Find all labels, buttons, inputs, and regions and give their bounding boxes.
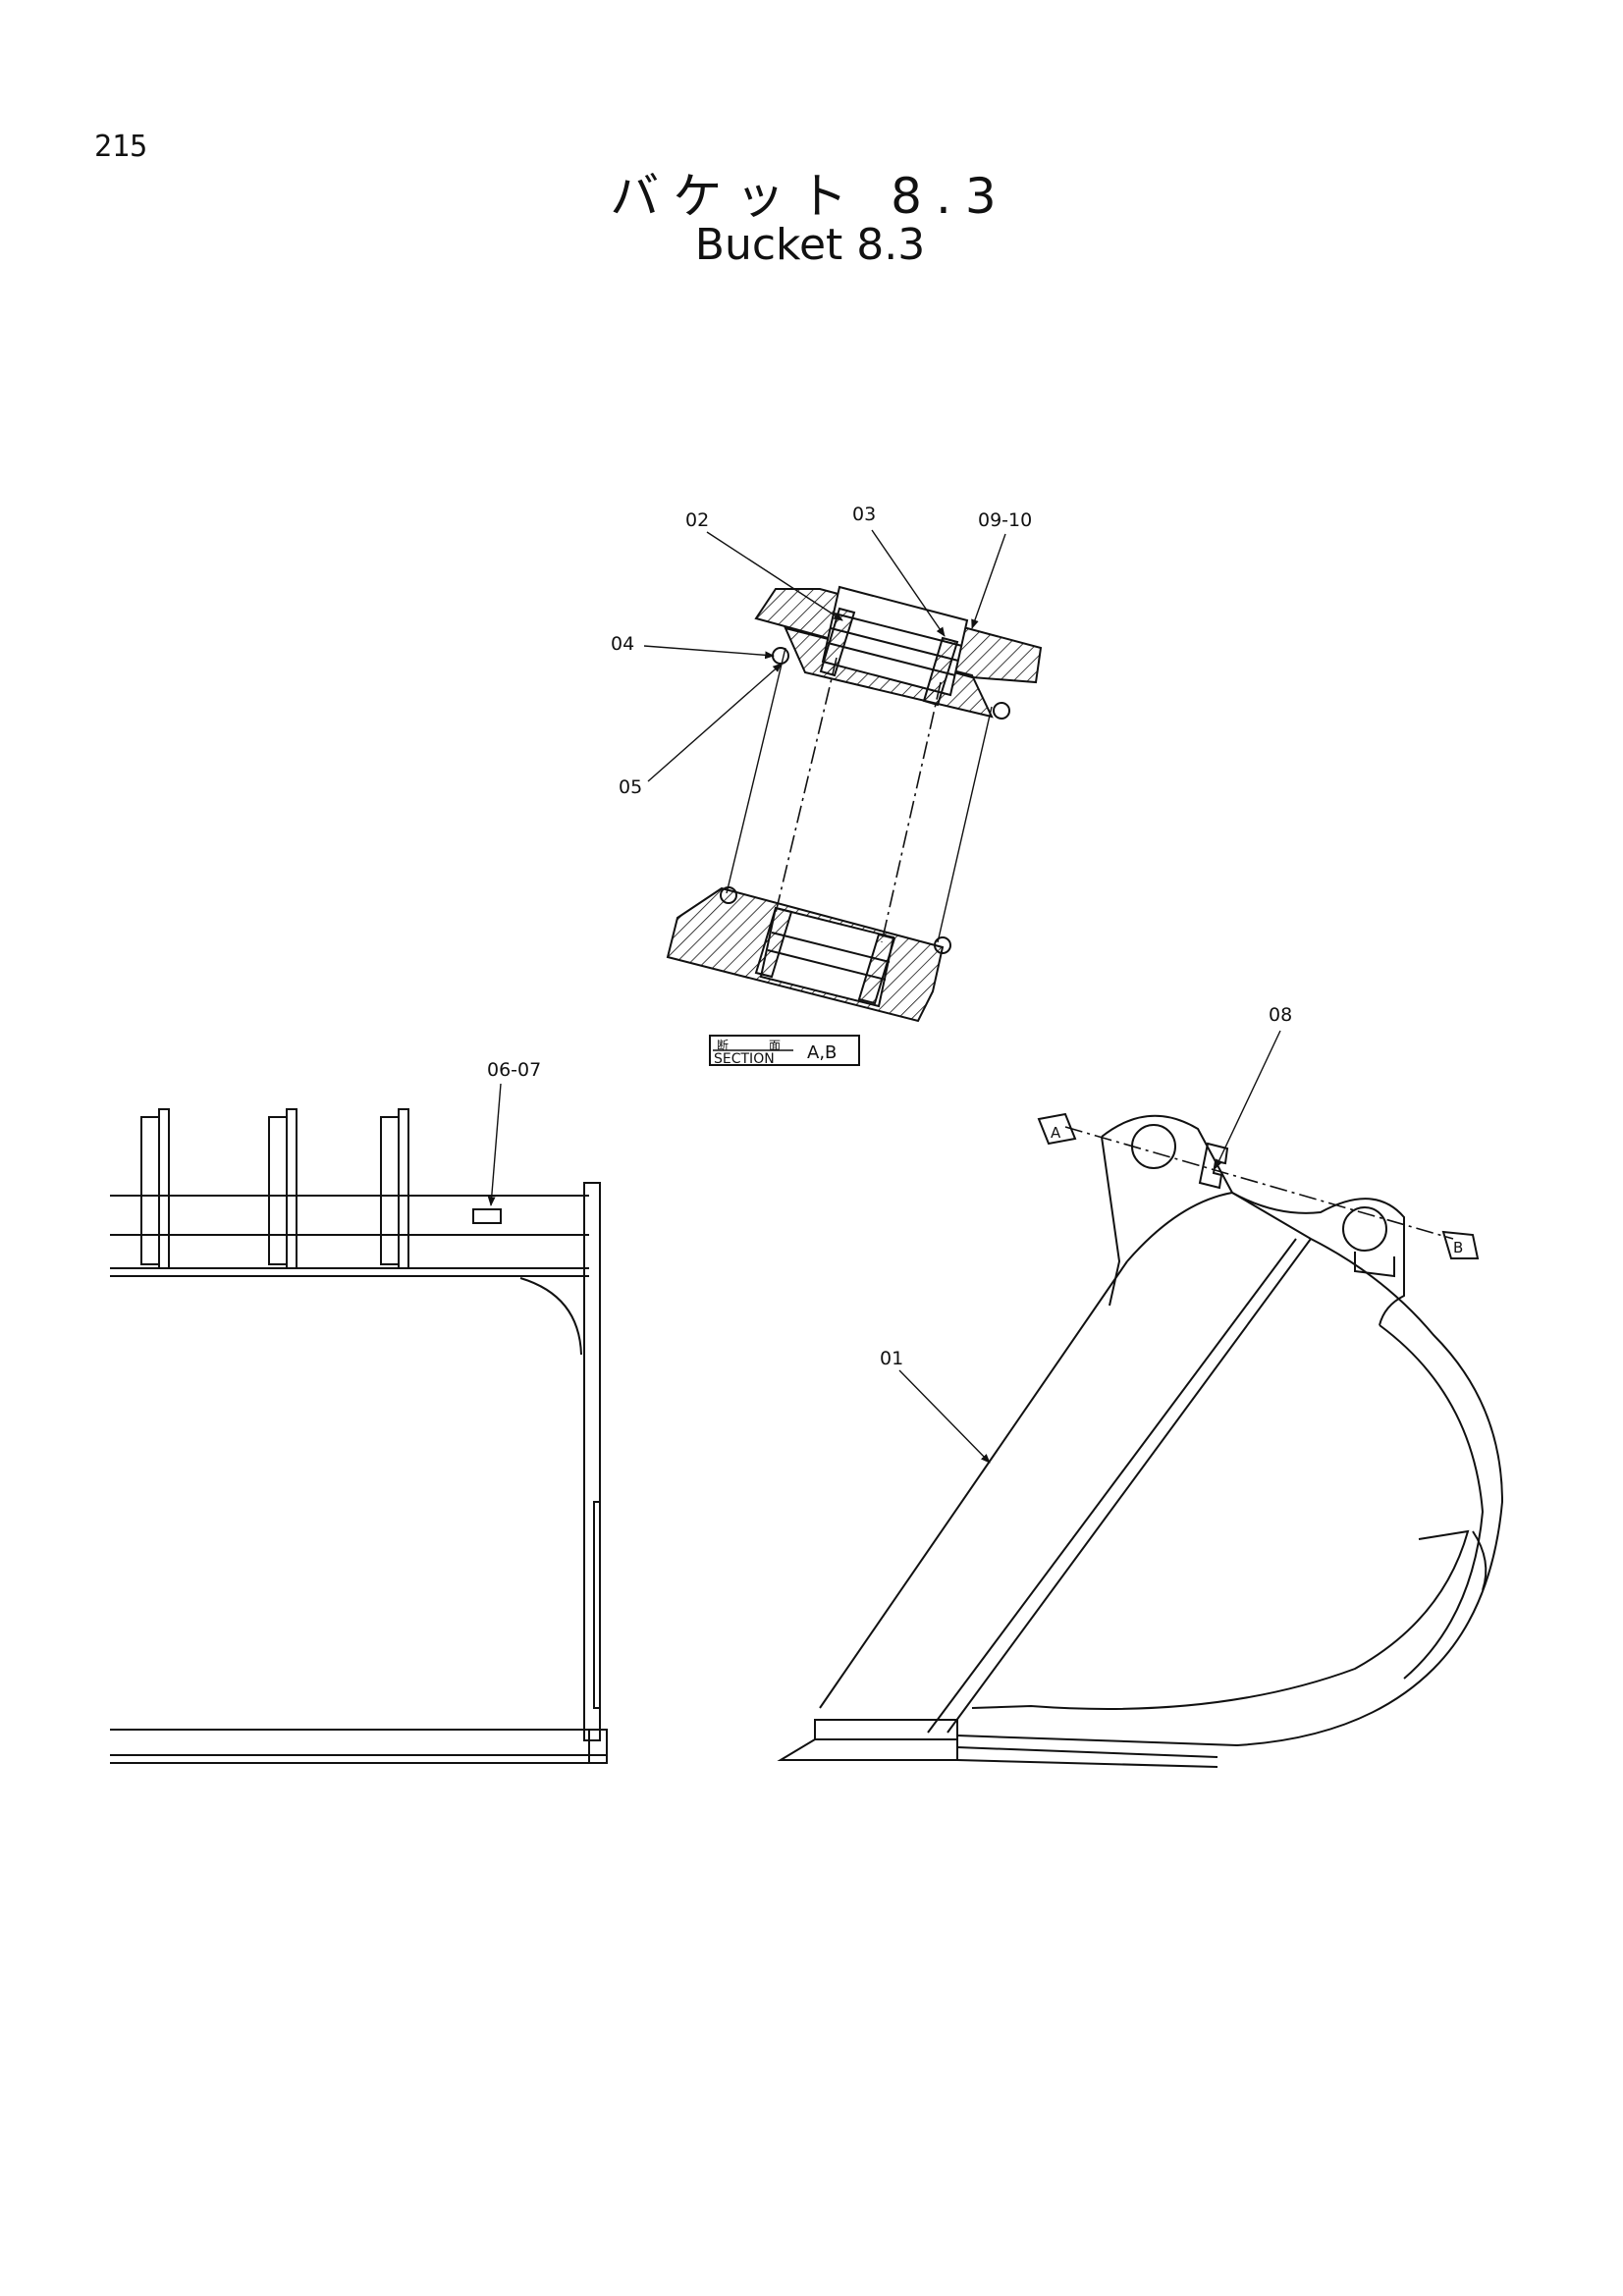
callouts: 02 03 09-10 04 05 06-07 08 01 (487, 504, 1292, 1464)
callout-06-07: 06-07 (487, 1059, 541, 1081)
section-label: 断 面 SECTION A,B (709, 1035, 860, 1067)
page-number: 215 (94, 130, 148, 164)
callout-05: 05 (619, 776, 642, 798)
callout-02: 02 (685, 509, 709, 531)
callout-03: 03 (852, 504, 876, 525)
callout-01: 01 (880, 1348, 903, 1369)
section-ref: A,B (807, 1042, 837, 1063)
upper-boss (754, 585, 1043, 720)
section-marker-a: A (1051, 1124, 1061, 1142)
bucket-side-view: A B (777, 1112, 1504, 1768)
section-kanji-2: 面 (769, 1039, 781, 1052)
section-marker-b: B (1453, 1239, 1463, 1256)
callout-09-10: 09-10 (978, 509, 1032, 531)
bucket-front-view (110, 1108, 608, 1764)
lower-boss (666, 886, 951, 1023)
callout-04: 04 (611, 633, 634, 655)
section-text: SECTION (714, 1051, 775, 1067)
callout-08: 08 (1269, 1004, 1292, 1026)
section-kanji-1: 断 (717, 1038, 729, 1052)
title-japanese: バケット 8.3 (610, 168, 1010, 225)
title-english: Bucket 8.3 (694, 220, 926, 270)
section-detail (666, 585, 1043, 1023)
